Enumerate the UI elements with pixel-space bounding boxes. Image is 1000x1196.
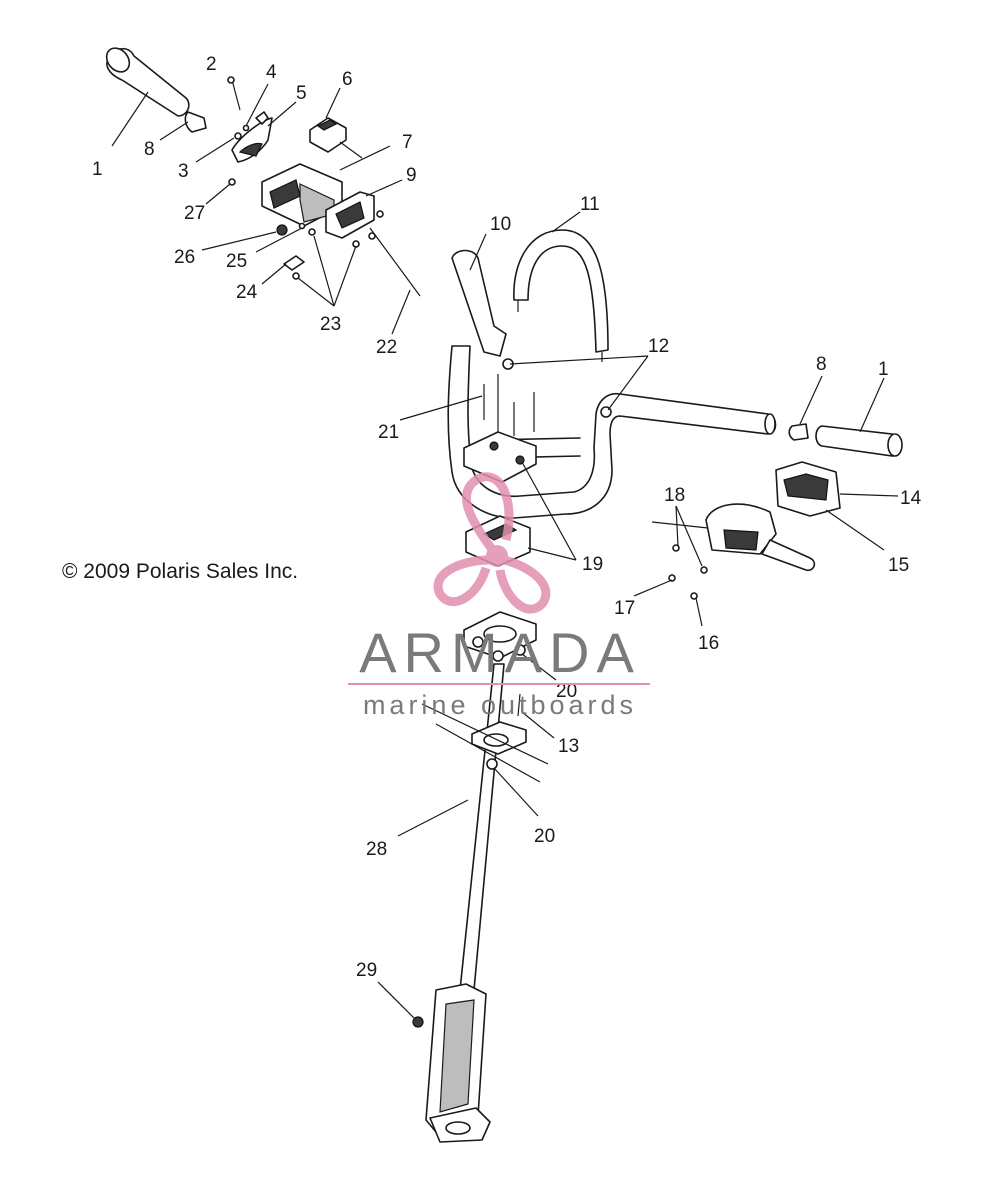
steering-lower-bracket (425, 983, 491, 1143)
callout-18: 18 (664, 485, 685, 506)
callout-11: 11 (580, 194, 600, 215)
nuts-part-20-upper (472, 636, 526, 662)
pin-part-4 (242, 124, 250, 132)
right-bar-end-plug (788, 423, 809, 441)
right-grip (815, 425, 903, 457)
left-bar-end-plug (184, 111, 207, 133)
callout-20-upper: 20 (556, 681, 577, 702)
callout-6: 6 (342, 69, 353, 90)
nuts-part-12 (502, 358, 612, 418)
callout-22: 22 (376, 337, 397, 358)
screw-part-2 (227, 76, 241, 111)
switch-part-6 (309, 117, 363, 159)
callout-25: 25 (226, 251, 247, 272)
callout-3: 3 (178, 161, 189, 182)
callout-1-left: 1 (92, 159, 103, 180)
armada-watermark: ARMADA marine outboards (348, 472, 650, 720)
callout-15: 15 (888, 555, 909, 576)
screws-part-18 (672, 544, 708, 574)
callout-14: 14 (900, 488, 922, 509)
callout-16: 16 (698, 633, 719, 654)
handlebar-part-10 (447, 249, 777, 519)
callout-12: 12 (648, 336, 669, 357)
callout-24: 24 (236, 282, 258, 303)
fitting-part-29 (412, 1016, 424, 1028)
nut-part-20-lower (486, 758, 498, 770)
callout-13: 13 (558, 736, 579, 757)
support-line-2 (435, 723, 541, 783)
callout-9: 9 (406, 165, 417, 186)
washer-part-3 (234, 132, 242, 140)
copyright-notice: © 2009 Polaris Sales Inc. (62, 560, 299, 583)
callout-17: 17 (614, 598, 635, 619)
master-cylinder-cover-part-14 (775, 461, 841, 517)
cable-part-22 (369, 227, 421, 297)
callout-1-right: 1 (878, 359, 889, 380)
brake-lever-assembly (651, 503, 816, 572)
callout-8-left: 8 (144, 139, 155, 160)
callout-20-lower: 20 (534, 826, 555, 847)
housing-cover-part-9 (325, 191, 375, 239)
callout-5: 5 (296, 83, 307, 104)
callout-21: 21 (378, 422, 399, 443)
crossbar-pad-part-11 (513, 229, 609, 362)
screw-part-17 (668, 574, 676, 582)
callout-29: 29 (356, 960, 377, 981)
callout-28: 28 (366, 839, 387, 860)
callout-26: 26 (174, 247, 195, 268)
callout-23: 23 (320, 314, 341, 335)
callout-19: 19 (582, 554, 603, 575)
watermark-title: ARMADA (359, 621, 641, 684)
support-line-1 (421, 703, 549, 765)
leader-lines (111, 83, 899, 1019)
throttle-bracket-part-5 (231, 111, 273, 163)
left-grip (105, 47, 190, 117)
plate-part-24 (283, 255, 305, 271)
bolt-part-13 (517, 693, 521, 717)
callout-2: 2 (206, 54, 217, 75)
screw-part-16 (690, 592, 698, 600)
propeller-logo-icon (433, 472, 551, 614)
screw-part-25 (298, 222, 306, 230)
screws-part-23 (292, 210, 384, 280)
bolts-part-21 (483, 374, 535, 436)
callout-4: 4 (266, 62, 277, 83)
grommet-part-26 (276, 224, 288, 236)
callout-7: 7 (402, 132, 413, 153)
callout-27: 27 (184, 203, 205, 224)
callout-10: 10 (490, 214, 511, 235)
callout-8-right: 8 (816, 354, 827, 375)
screw-part-27 (228, 178, 236, 186)
watermark-subtitle: marine outboards (363, 690, 637, 720)
callout-numbers: 1 2 4 5 6 8 3 7 9 27 10 11 26 25 24 23 2… (92, 54, 922, 981)
